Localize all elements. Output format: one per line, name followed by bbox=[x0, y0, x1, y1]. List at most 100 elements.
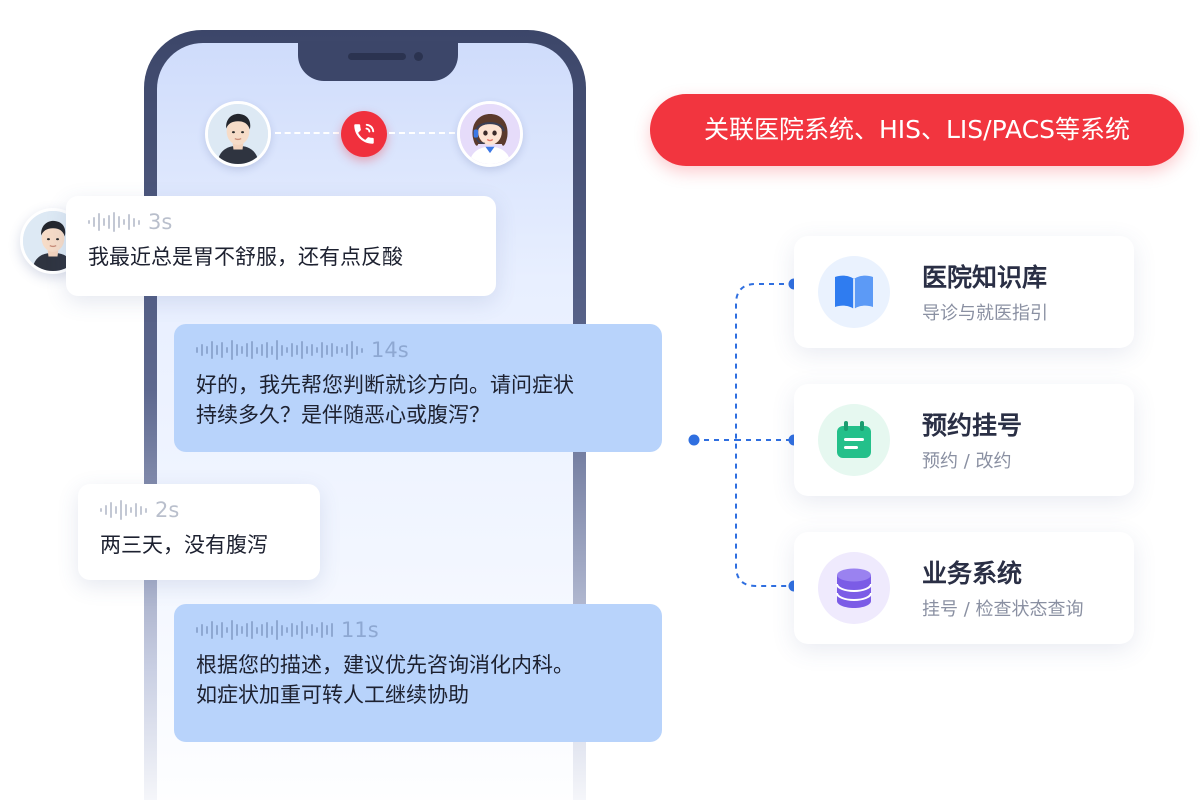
waveform-bar bbox=[128, 214, 130, 230]
waveform-bar bbox=[133, 217, 135, 227]
waveform-bar bbox=[125, 504, 127, 516]
waveform-bar bbox=[231, 340, 233, 360]
waveform-bar bbox=[256, 346, 258, 354]
waveform-bar bbox=[201, 344, 203, 356]
waveform-bar bbox=[301, 341, 303, 359]
waveform-bar bbox=[336, 346, 338, 354]
waveform-bar bbox=[311, 344, 313, 356]
voice-waveform-icon bbox=[196, 338, 363, 362]
voice-waveform-icon bbox=[196, 618, 333, 642]
waveform-bar bbox=[108, 215, 110, 229]
waveform-bar bbox=[356, 345, 358, 355]
waveform-bar bbox=[246, 623, 248, 637]
waveform-bar bbox=[221, 342, 223, 358]
waveform-bar bbox=[291, 623, 293, 637]
waveform-bar bbox=[291, 343, 293, 357]
waveform-bar bbox=[88, 220, 90, 224]
waveform-bar bbox=[206, 626, 208, 634]
waveform-bar bbox=[236, 344, 238, 356]
card-title: 预约挂号 bbox=[922, 411, 1023, 440]
waveform-bar bbox=[266, 622, 268, 638]
waveform-bar bbox=[341, 347, 343, 353]
waveform-bar bbox=[281, 624, 283, 636]
waveform-bar bbox=[296, 345, 298, 355]
waveform-bar bbox=[316, 627, 318, 633]
waveform-bar bbox=[241, 626, 243, 634]
waveform-bar bbox=[113, 212, 115, 232]
waveform-bar bbox=[93, 217, 95, 227]
waveform-bar bbox=[103, 218, 105, 226]
waveform-bar bbox=[326, 345, 328, 355]
call-button[interactable] bbox=[341, 111, 387, 157]
user-avatar bbox=[205, 101, 271, 167]
voice-duration: 2s bbox=[155, 498, 180, 522]
voice-duration: 3s bbox=[148, 210, 173, 234]
agent-avatar-icon bbox=[460, 104, 520, 164]
database-icon bbox=[836, 568, 872, 608]
waveform-bar bbox=[306, 626, 308, 634]
waveform-bar bbox=[311, 624, 313, 636]
waveform-bar bbox=[271, 625, 273, 635]
notch-speaker bbox=[348, 53, 406, 60]
waveform-bar bbox=[321, 342, 323, 358]
waveform-bar bbox=[251, 341, 253, 359]
waveform-bar bbox=[316, 347, 318, 353]
waveform-bar bbox=[261, 344, 263, 356]
waveform-bar bbox=[231, 620, 233, 640]
waveform-bar bbox=[306, 346, 308, 354]
waveform-bar bbox=[138, 219, 140, 225]
feature-card-appointment[interactable]: 预约挂号 预约 / 改约 bbox=[794, 384, 1134, 496]
message-bubble-assistant: 14s 好的，我先帮您判断就诊方向。请问症状 持续多久？是伴随恶心或腹泻？ bbox=[174, 324, 662, 452]
voice-duration: 11s bbox=[341, 618, 379, 642]
waveform-bar bbox=[241, 346, 243, 354]
waveform-bar bbox=[145, 507, 147, 513]
waveform-bar bbox=[246, 343, 248, 357]
waveform-bar bbox=[321, 622, 323, 638]
waveform-bar bbox=[281, 344, 283, 356]
waveform-bar bbox=[296, 625, 298, 635]
waveform-bar bbox=[226, 347, 228, 353]
waveform-bar bbox=[236, 624, 238, 636]
waveform-bar bbox=[221, 622, 223, 638]
feature-card-business-system[interactable]: 业务系统 挂号 / 检查状态查询 bbox=[794, 532, 1134, 644]
waveform-bar bbox=[196, 347, 198, 353]
voice-waveform-icon bbox=[100, 498, 147, 522]
message-bubble-assistant: 11s 根据您的描述，建议优先咨询消化内科。 如症状加重可转人工继续协助 bbox=[174, 604, 662, 742]
agent-avatar bbox=[457, 101, 523, 167]
card-icon-wrap bbox=[818, 552, 890, 624]
call-header bbox=[205, 100, 525, 168]
message-text: 我最近总是胃不舒服，还有点反酸 bbox=[88, 245, 403, 269]
waveform-bar bbox=[130, 507, 132, 513]
connection-line-right bbox=[389, 132, 455, 134]
card-icon-wrap bbox=[818, 256, 890, 328]
waveform-bar bbox=[346, 344, 348, 356]
waveform-bar bbox=[196, 627, 198, 633]
waveform-bar bbox=[118, 216, 120, 228]
waveform-bar bbox=[110, 502, 112, 518]
waveform-bar bbox=[351, 341, 353, 359]
notch-camera bbox=[414, 52, 423, 61]
feature-card-knowledge-base[interactable]: 医院知识库 导诊与就医指引 bbox=[794, 236, 1134, 348]
phone-call-icon bbox=[354, 123, 375, 144]
card-title: 医院知识库 bbox=[922, 263, 1048, 292]
waveform-bar bbox=[115, 506, 117, 514]
card-subtitle: 预约 / 改约 bbox=[922, 451, 1012, 472]
waveform-bar bbox=[98, 213, 100, 231]
waveform-bar bbox=[123, 219, 125, 225]
waveform-bar bbox=[301, 621, 303, 639]
voice-duration: 14s bbox=[371, 338, 409, 362]
waveform-bar bbox=[140, 505, 142, 515]
waveform-bar bbox=[211, 341, 213, 359]
waveform-bar bbox=[361, 347, 363, 353]
waveform-bar bbox=[201, 624, 203, 636]
waveform-bar bbox=[226, 627, 228, 633]
message-text: 好的，我先帮您判断就诊方向。请问症状 持续多久？是伴随恶心或腹泻？ bbox=[196, 373, 574, 427]
message-bubble-user: 3s 我最近总是胃不舒服，还有点反酸 bbox=[66, 196, 496, 296]
phone-notch bbox=[298, 41, 458, 81]
waveform-bar bbox=[135, 503, 137, 517]
waveform-bar bbox=[271, 345, 273, 355]
user-avatar-icon bbox=[208, 104, 268, 164]
message-text: 根据您的描述，建议优先咨询消化内科。 如症状加重可转人工继续协助 bbox=[196, 653, 574, 707]
waveform-bar bbox=[331, 623, 333, 637]
card-subtitle: 导诊与就医指引 bbox=[922, 303, 1048, 324]
